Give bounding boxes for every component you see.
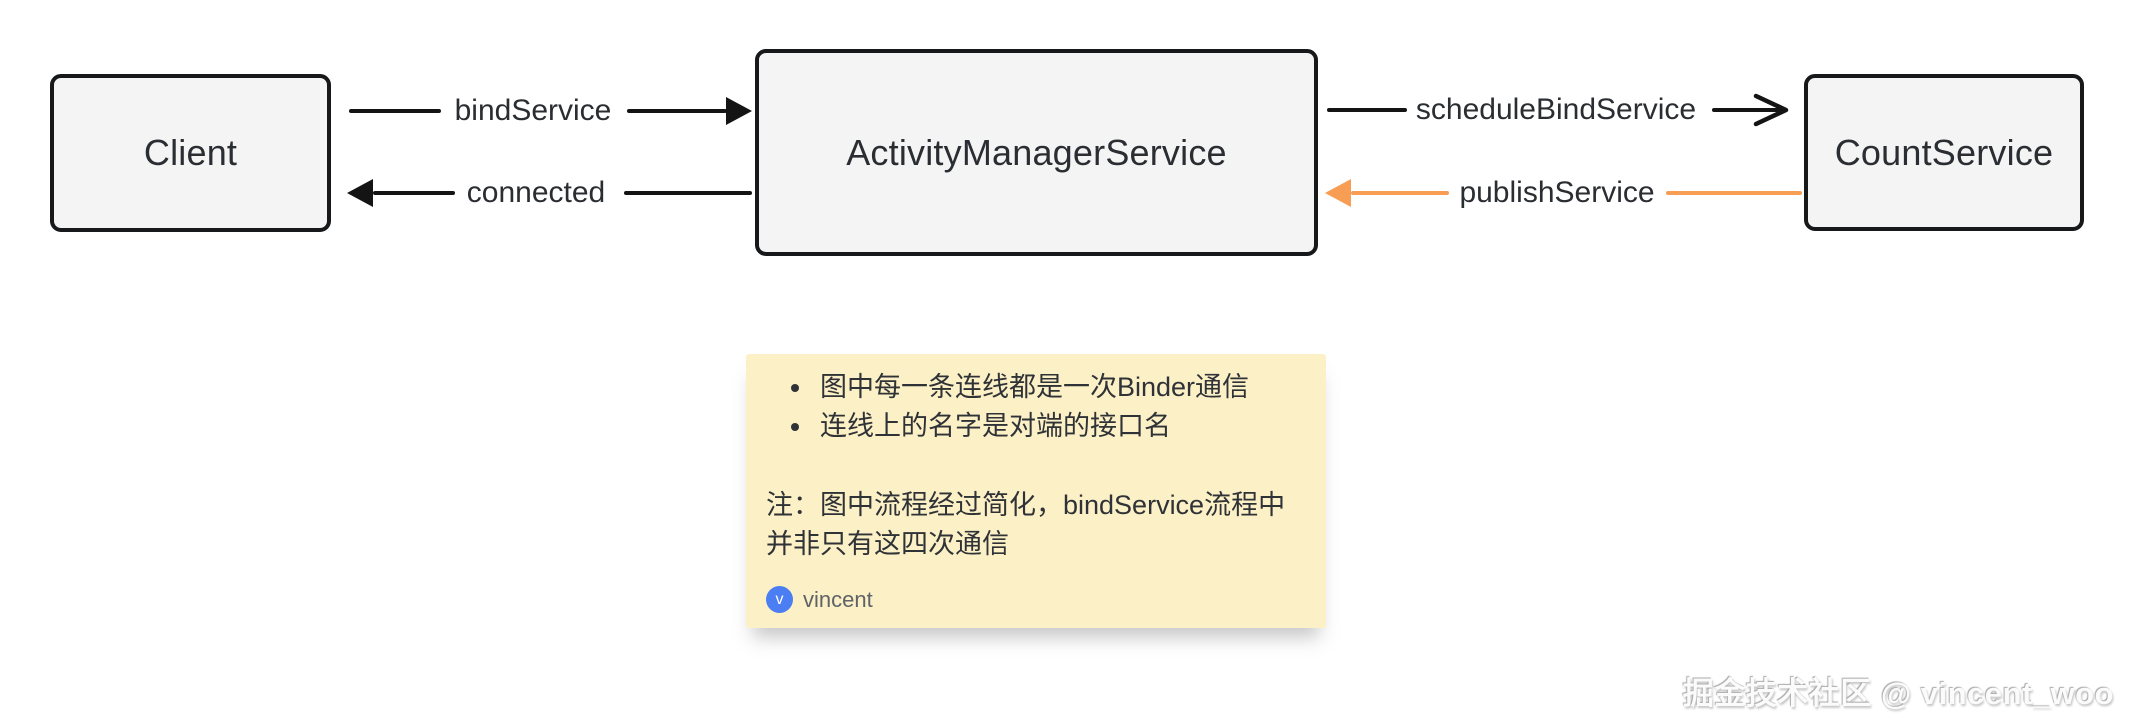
- note-remark-line-2: 并非只有这四次通信: [766, 529, 1009, 559]
- edge-connected-arrowhead-icon: [347, 179, 373, 207]
- edge-publishservice-arrowhead-icon: [1325, 179, 1351, 207]
- note-author-row: v vincent: [766, 586, 1306, 613]
- note-bullet-1: 图中每一条连线都是一次Binder通信: [814, 368, 1306, 407]
- note-card: 图中每一条连线都是一次Binder通信 连线上的名字是对端的接口名 注：图中流程…: [746, 354, 1326, 628]
- note-bullet-2: 连线上的名字是对端的接口名: [814, 407, 1306, 446]
- node-client: Client: [50, 74, 331, 232]
- edge-schedulebindservice-label: scheduleBindService: [1415, 93, 1697, 126]
- edge-publishservice-label: publishService: [1459, 176, 1655, 209]
- edge-publishservice-line-right: [1666, 191, 1802, 195]
- node-count-service: CountService: [1804, 74, 2084, 231]
- edge-publishservice-line-left: [1351, 191, 1449, 195]
- edge-schedulebindservice-line-right: [1712, 108, 1786, 112]
- edge-bindservice-arrowhead-icon: [726, 97, 752, 125]
- author-avatar: v: [766, 586, 793, 613]
- author-avatar-letter: v: [775, 590, 784, 608]
- node-activity-manager-service-label: ActivityManagerService: [846, 131, 1227, 173]
- node-activity-manager-service: ActivityManagerService: [755, 49, 1318, 256]
- watermark: 掘金技术社区 @ vincent_woo: [1682, 676, 2114, 711]
- edge-bindservice-line-right: [627, 109, 727, 113]
- author-name: vincent: [803, 586, 873, 612]
- edge-bindservice-label: bindService: [454, 94, 612, 127]
- node-client-label: Client: [143, 132, 238, 173]
- edge-connected-line-left: [373, 191, 455, 195]
- edge-connected-label: connected: [466, 176, 606, 209]
- note-remark-line-1: 注：图中流程经过简化，bindService流程中: [766, 490, 1286, 520]
- edge-schedulebindservice-chevron-arrowhead-icon: [1753, 93, 1789, 127]
- note-bullet-list: 图中每一条连线都是一次Binder通信 连线上的名字是对端的接口名: [766, 368, 1306, 446]
- node-count-service-label: CountService: [1834, 131, 2054, 173]
- edge-schedulebindservice-line-left: [1327, 108, 1407, 112]
- edge-connected-line-right: [624, 191, 752, 195]
- note-remark: 注：图中流程经过简化，bindService流程中 并非只有这四次通信: [766, 486, 1306, 564]
- edge-bindservice-line-left: [349, 109, 441, 113]
